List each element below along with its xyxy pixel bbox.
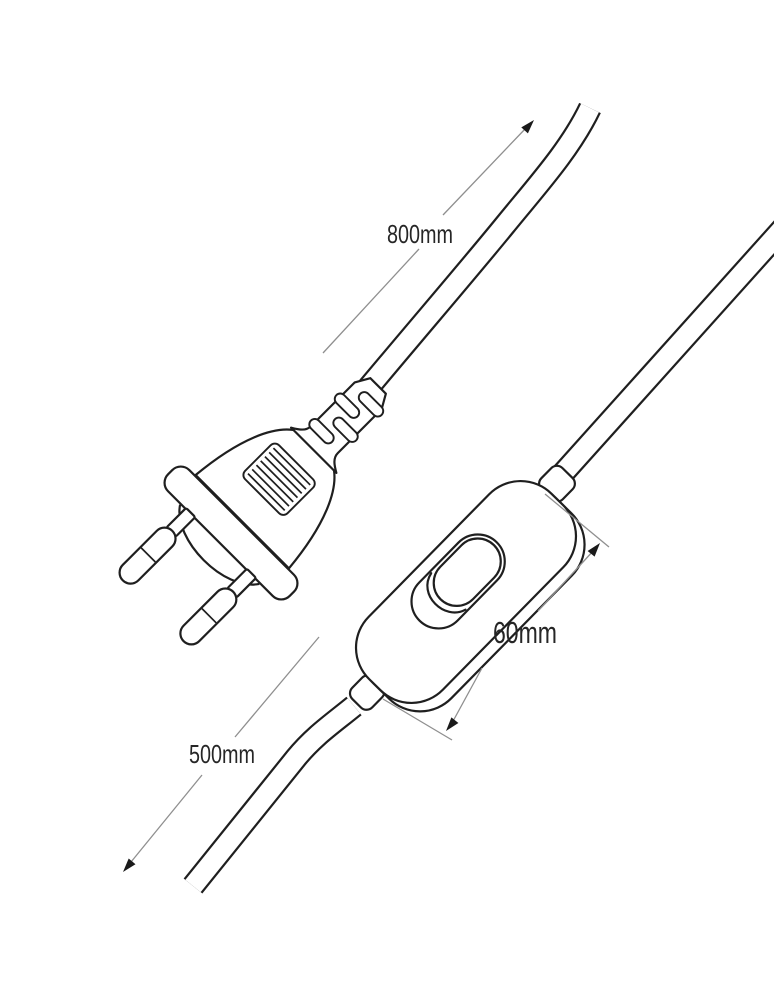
- plug-flange: [163, 465, 299, 601]
- plug-strain-relief: [290, 377, 387, 474]
- dimension-60mm: 60mm: [382, 493, 610, 741]
- dimension-label-60mm: 60mm: [493, 615, 557, 650]
- rocker-button: [432, 537, 502, 607]
- euro-plug-drawing: [118, 377, 387, 646]
- arrowhead-800mm: [521, 120, 534, 134]
- inline-switch-drawing: [348, 464, 586, 713]
- dimension-label-500mm: 500mm: [189, 739, 255, 769]
- cable-lower-section: [183, 696, 362, 894]
- dimension-500mm: 500mm: [123, 636, 320, 872]
- arrowhead-60mm-lower: [446, 717, 459, 731]
- cable-upper-section: [354, 102, 601, 401]
- dimension-label-800mm: 800mm: [387, 219, 453, 249]
- dimension-800mm: 800mm: [322, 120, 534, 354]
- plug-grip-ribs: [242, 442, 316, 516]
- arrowhead-500mm: [123, 858, 136, 872]
- cable-switch-inlet-section: [548, 220, 774, 489]
- plug-pins: [118, 507, 257, 646]
- arrowhead-60mm-upper: [587, 543, 600, 557]
- rocker-pressed-edge: [426, 572, 467, 614]
